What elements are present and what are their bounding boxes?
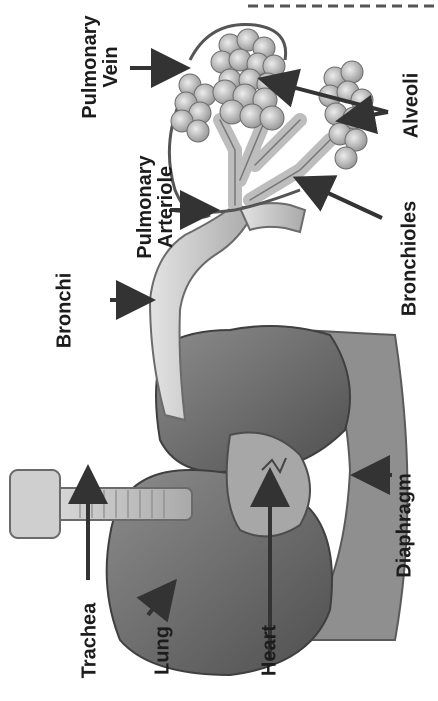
label-pulmonary-arteriole: Pulmonary Arteriole: [135, 152, 185, 262]
label-pulmonary-vein-line2: Vein: [101, 12, 122, 122]
label-pulmonary-vein-line1: Pulmonary: [80, 12, 101, 122]
label-trachea: Trachea: [80, 601, 101, 681]
label-pulmonary-vein: Pulmonary Vein: [80, 12, 130, 122]
bronchioles-arrow: [300, 180, 382, 218]
label-lung: Lung: [153, 626, 174, 676]
bronchioles-tree: [220, 120, 330, 205]
label-diaphragm: Diaphragm: [395, 471, 416, 581]
label-bronchi: Bronchi: [55, 271, 76, 351]
label-heart: Heart: [260, 621, 281, 681]
label-alveoli: Alveoli: [402, 71, 423, 141]
label-pulmonary-arteriole-line2: Arteriole: [156, 152, 177, 262]
label-bronchioles: Bronchioles: [400, 194, 421, 324]
label-pulmonary-arteriole-line1: Pulmonary: [135, 152, 156, 262]
